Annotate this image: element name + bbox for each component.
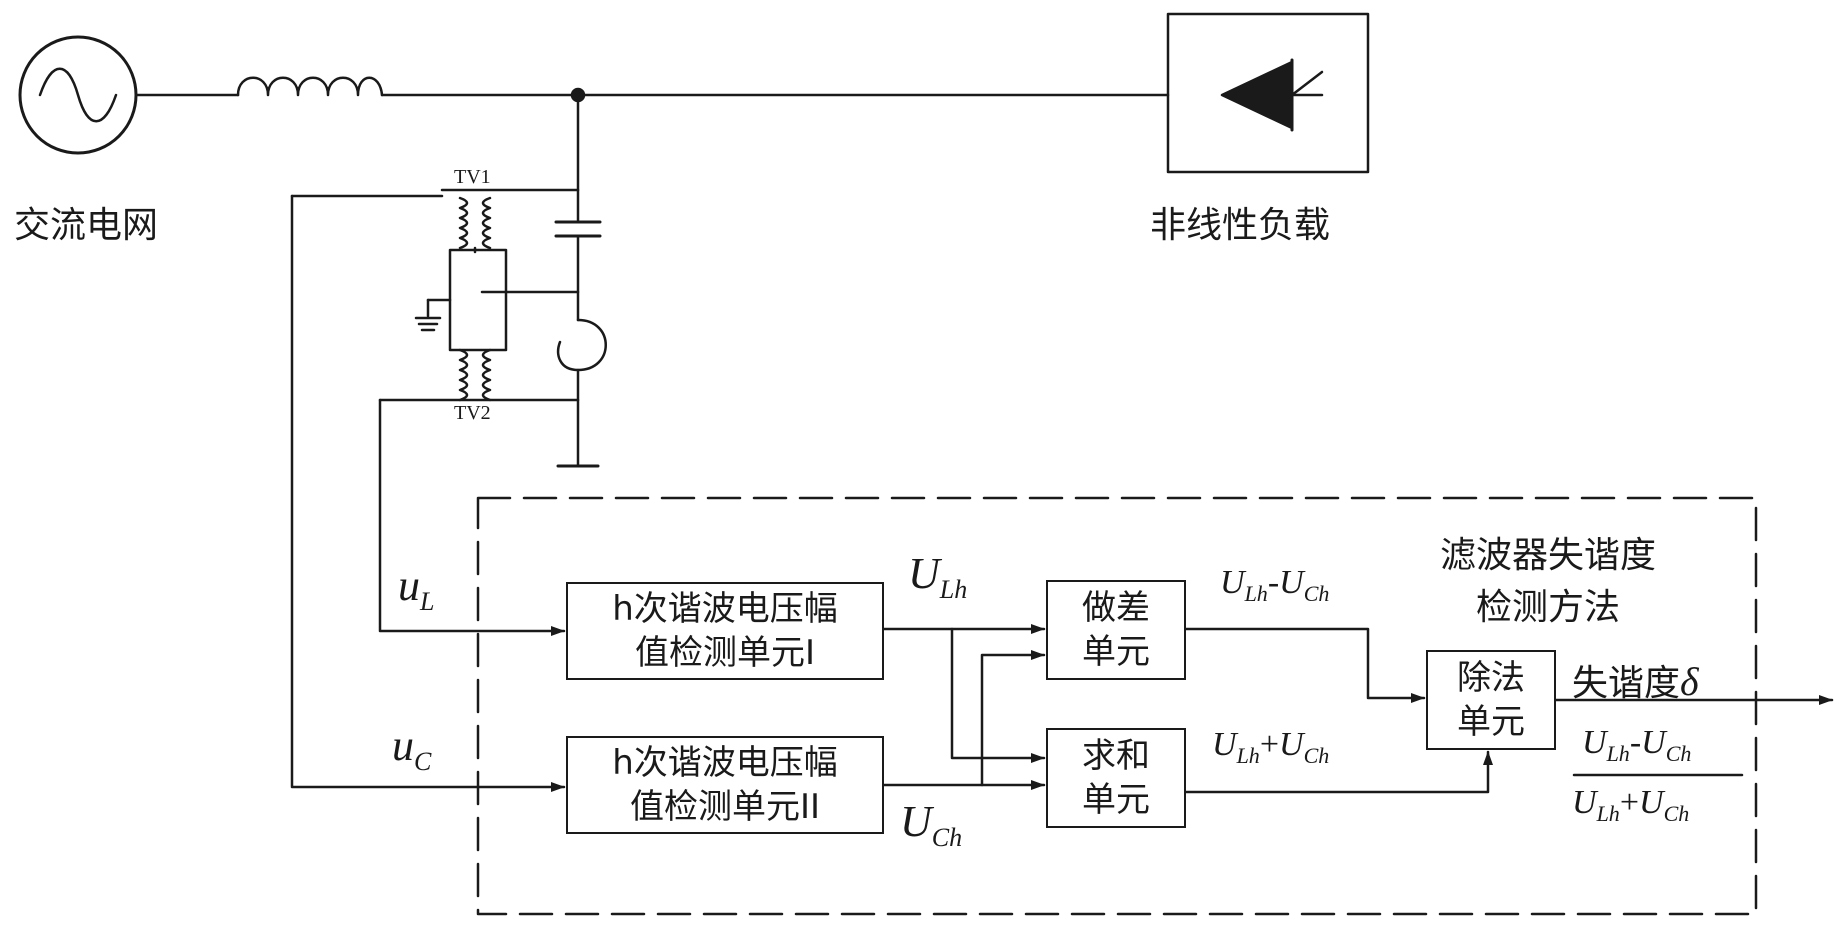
signal-label-ulh: ULh (908, 548, 967, 605)
ulh-to-sum-wire (884, 629, 1044, 758)
signal-label-uch: UCh (900, 796, 962, 853)
division-block: 除法 单元 (1426, 650, 1556, 750)
uch-to-diff-wire (884, 655, 1044, 785)
signal-label-ul: uL (398, 560, 434, 617)
block-label-line2: 单元 (1082, 630, 1150, 674)
tv1-label: TV1 (454, 166, 491, 189)
ac-source-symbol (20, 37, 136, 153)
method-title-line2: 检测方法 (1476, 578, 1620, 630)
filter-branch (482, 95, 606, 466)
formula-denominator: ULh+UCh (1572, 784, 1689, 827)
tv2-transformer (380, 350, 578, 400)
nonlinear-load-symbol (1168, 14, 1368, 172)
signal-label-uc: uC (392, 720, 431, 777)
output-symbol: δ (1680, 659, 1699, 704)
difference-expression: ULh-UCh (1220, 564, 1329, 607)
block-label-line1: h次谐波电压幅 (612, 741, 838, 785)
inductor-symbol (238, 78, 382, 95)
formula-numerator: ULh-UCh (1582, 724, 1691, 767)
harmonic-detection-block-2: h次谐波电压幅 值检测单元II (566, 736, 884, 834)
diff-to-division-wire (1186, 629, 1424, 698)
block-label-line1: 除法 (1457, 656, 1525, 700)
load-label: 非线性负载 (1150, 196, 1330, 248)
block-label-line2: 单元 (1457, 700, 1525, 744)
block-label-line1: h次谐波电压幅 (612, 587, 838, 631)
sum-block: 求和 单元 (1046, 728, 1186, 828)
block-label-line1: 求和 (1082, 734, 1150, 778)
block-label-line2: 值检测单元II (630, 785, 820, 829)
method-title-line1: 滤波器失谐度 (1440, 526, 1656, 578)
block-label-line2: 单元 (1082, 778, 1150, 822)
sum-expression: ULh+UCh (1212, 726, 1329, 769)
output-label: 失谐度δ (1572, 654, 1699, 706)
block-label-line2: 值检测单元I (635, 631, 815, 675)
uc-signal-wire (292, 196, 564, 787)
tv2-label: TV2 (454, 402, 491, 425)
harmonic-detection-block-1: h次谐波电压幅 值检测单元I (566, 582, 884, 680)
tv-core-box (450, 250, 506, 350)
difference-block: 做差 单元 (1046, 580, 1186, 680)
block-label-line1: 做差 (1082, 586, 1150, 630)
output-label-text: 失谐度 (1572, 663, 1680, 704)
source-label: 交流电网 (14, 196, 158, 248)
